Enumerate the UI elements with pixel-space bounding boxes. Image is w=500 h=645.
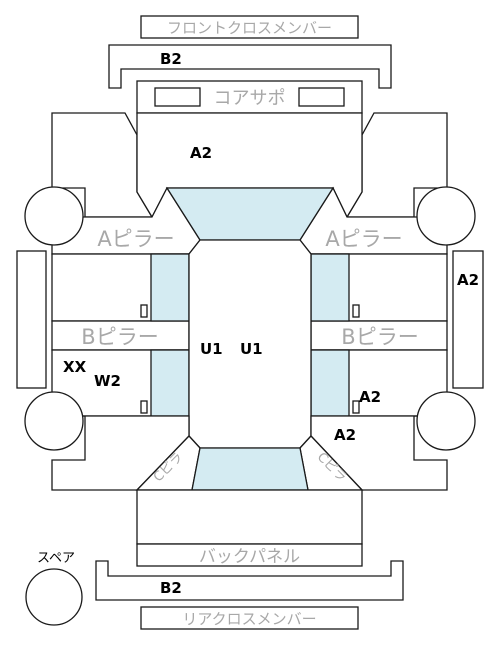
right-rocker-panel[interactable]: [452, 250, 484, 389]
code-a2-rear-right-1: A2: [359, 388, 381, 406]
left-headlight[interactable]: [154, 87, 201, 107]
back-panel[interactable]: [136, 543, 363, 567]
code-u1-right: U1: [240, 340, 263, 358]
right-rear-door-handle[interactable]: [352, 400, 360, 414]
code-a2-rear-right-2: A2: [334, 426, 356, 444]
a-pillar-left-label: Aピラー: [97, 227, 174, 251]
b-pillar-right-label: Bピラー: [341, 325, 418, 349]
left-rear-door-glass[interactable]: [150, 349, 190, 417]
front-left-wheel[interactable]: [24, 186, 84, 246]
rear-left-wheel[interactable]: [24, 391, 84, 451]
trunk-lid[interactable]: [136, 489, 363, 545]
front-cross-member-label: フロントクロスメンバー: [167, 19, 332, 37]
right-rear-door-glass[interactable]: [310, 349, 350, 417]
code-a2-hood: A2: [190, 144, 212, 162]
b-pillar-left-label: Bピラー: [81, 325, 158, 349]
rear-bumper[interactable]: [95, 560, 404, 601]
code-b2-front: B2: [160, 50, 182, 68]
right-front-door-glass[interactable]: [310, 253, 350, 322]
left-front-door-handle[interactable]: [140, 304, 148, 318]
code-a2-right-edge: A2: [457, 271, 479, 289]
spare-label: スペア: [37, 551, 75, 566]
spare-tire[interactable]: [25, 568, 83, 626]
left-b-pillar[interactable]: [51, 320, 190, 351]
rear-cross-member[interactable]: [140, 606, 359, 630]
right-headlight[interactable]: [298, 87, 345, 107]
rear-cross-member-label: リアクロスメンバー: [182, 610, 316, 628]
core-support-label: コアサポ: [214, 88, 286, 109]
code-b2-rear: B2: [160, 579, 182, 597]
rear-right-wheel[interactable]: [416, 391, 476, 451]
back-panel-label: バックパネル: [199, 547, 300, 567]
right-b-pillar[interactable]: [310, 320, 448, 351]
code-w2: W2: [94, 372, 121, 390]
rear-window[interactable]: [191, 447, 309, 491]
left-rear-door-handle[interactable]: [140, 400, 148, 414]
code-xx: XX: [63, 358, 87, 376]
front-cross-member[interactable]: [140, 15, 359, 39]
code-u1-left: U1: [200, 340, 223, 358]
front-right-wheel[interactable]: [416, 186, 476, 246]
left-rocker-panel[interactable]: [16, 250, 47, 389]
right-front-door-handle[interactable]: [352, 304, 360, 318]
front-bumper[interactable]: [108, 44, 392, 89]
a-pillar-right-label: Aピラー: [325, 227, 402, 251]
left-front-door-glass[interactable]: [150, 253, 190, 322]
